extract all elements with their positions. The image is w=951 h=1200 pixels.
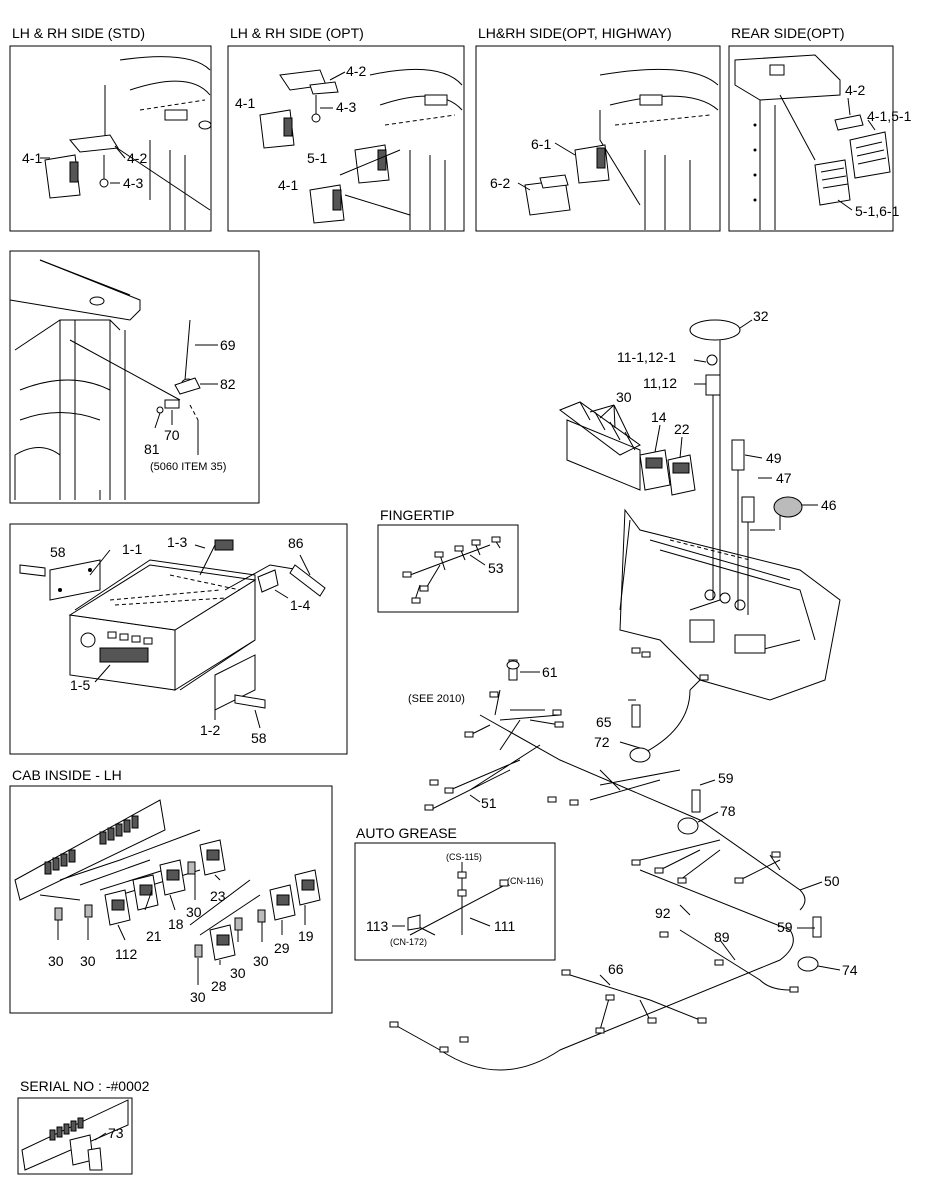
callout-label: 59 [777,919,793,935]
panel-lh-rh-side-opt-highway: LH&RH SIDE(OPT, HIGHWAY) 6-1 6-2 [475,25,721,232]
callout-label: 69 [220,337,236,353]
callout-label: 18 [168,916,184,932]
panel-title: LH&RH SIDE(OPT, HIGHWAY) [478,25,672,41]
callout-label: 29 [274,940,290,956]
callout-label: (5060 ITEM 35) [150,461,226,473]
callout-label: 6-1 [531,136,551,152]
callout-label: 89 [714,929,730,945]
callout-label: 78 [720,803,736,819]
callout-label: 59 [718,770,734,786]
callout-label: 5-1 [307,150,327,166]
callout-label: 4-2 [127,150,147,166]
callout-label: 73 [108,1125,124,1141]
panel-title: LH & RH SIDE (OPT) [230,25,364,41]
panel-lh-rh-side-opt: LH & RH SIDE (OPT) 4-2 4-1 4-3 5-1 4-1 [227,25,465,232]
callout-label: 86 [288,535,304,551]
callout-label: 81 [144,441,160,457]
callout-label: 30 [186,904,202,920]
panel-auto-grease: AUTO GREASE (CS-115) (CN-116) 113 111 (C… [354,825,556,961]
callout-label: 51 [481,795,497,811]
panel-fingertip: FINGERTIP 53 [377,507,519,613]
callout-label: (SEE 2010) [408,693,465,705]
callout-label: (CN-172) [390,937,427,947]
callout-label: 1-2 [200,722,220,738]
callout-label: 1-4 [290,597,310,613]
panel-cab-inside-lh: CAB INSIDE - LH 23 30 18 21 112 30 30 30… [9,767,333,1014]
callout-label: 11-1,12-1 [617,349,676,365]
callout-label: 11,12 [643,375,677,391]
callout-label: 49 [766,450,782,466]
callout-label: 30 [80,953,96,969]
panel-radio: 58 1-1 1-3 86 1-4 1-5 1-2 58 [9,523,348,755]
panel-title: AUTO GREASE [356,825,457,841]
panel-antenna: 69 82 81 70 (5060 ITEM 35) [9,250,260,504]
callout-label: 6-2 [490,175,510,191]
callout-label: 4-2 [346,63,366,79]
callout-label: 61 [542,664,558,680]
callout-label: 1-1 [122,541,142,557]
callout-label: 4-3 [336,99,356,115]
callout-label: (CN-116) [507,876,543,886]
callout-label: 111 [494,918,515,934]
callout-label: 4-2 [845,82,865,98]
callout-label: 1-5 [70,677,90,693]
callout-label: 21 [146,928,162,944]
callout-label: 22 [674,421,690,437]
panel-rear-side-opt: REAR SIDE(OPT) 4-2 4-1,5-1 5-1,6-1 [728,25,912,232]
callout-label: 30 [190,989,206,1005]
callout-label: 47 [776,470,792,486]
callout-label: 66 [608,961,624,977]
panel-serial-no: SERIAL NO : -#0002 73 [17,1078,150,1175]
panel-title: LH & RH SIDE (STD) [12,25,145,41]
panel-title: CAB INSIDE - LH [12,767,122,783]
callout-label: 112 [115,946,138,962]
panel-title: FINGERTIP [380,507,454,523]
callout-label: 4-1 [235,95,255,111]
callout-label: 30 [616,389,632,405]
callout-label: 30 [48,953,64,969]
callout-label: 82 [220,376,236,392]
callout-label: 4-1 [278,177,298,193]
callout-label: 46 [821,497,837,513]
callout-label: 32 [753,308,769,324]
callout-label: 4-3 [123,175,143,191]
callout-label: 70 [164,427,180,443]
callout-label: (CS-115) [446,852,482,862]
callout-label: 14 [651,409,667,425]
callout-label: 113 [366,918,389,934]
callout-label: 58 [50,544,66,560]
callout-label: 4-1 [22,150,42,166]
panel-lh-rh-side-std: LH & RH SIDE (STD) 4-1 4-2 4-3 [9,25,212,232]
callout-label: 5-1,6-1 [855,203,900,219]
harness-connectors [389,647,799,1053]
callout-label: 28 [211,978,227,994]
callout-label: 19 [298,928,314,944]
callout-label: 72 [594,734,610,750]
callout-label: 58 [251,730,267,746]
panel-title: REAR SIDE(OPT) [731,25,845,41]
callout-label: 74 [842,962,858,978]
callout-label: 30 [253,953,269,969]
callout-label: 23 [210,888,226,904]
callout-label: 65 [596,714,612,730]
callout-label: 30 [230,965,246,981]
callout-label: 1-3 [167,534,187,550]
panel-title: SERIAL NO : -#0002 [20,1078,150,1094]
main-assembly: 32 11-1,12-1 11,12 30 14 22 49 47 46 [389,308,858,1071]
callout-label: 53 [488,560,504,576]
callout-label: 92 [655,905,671,921]
callout-label: 4-1,5-1 [867,108,912,124]
callout-label: 50 [824,873,840,889]
